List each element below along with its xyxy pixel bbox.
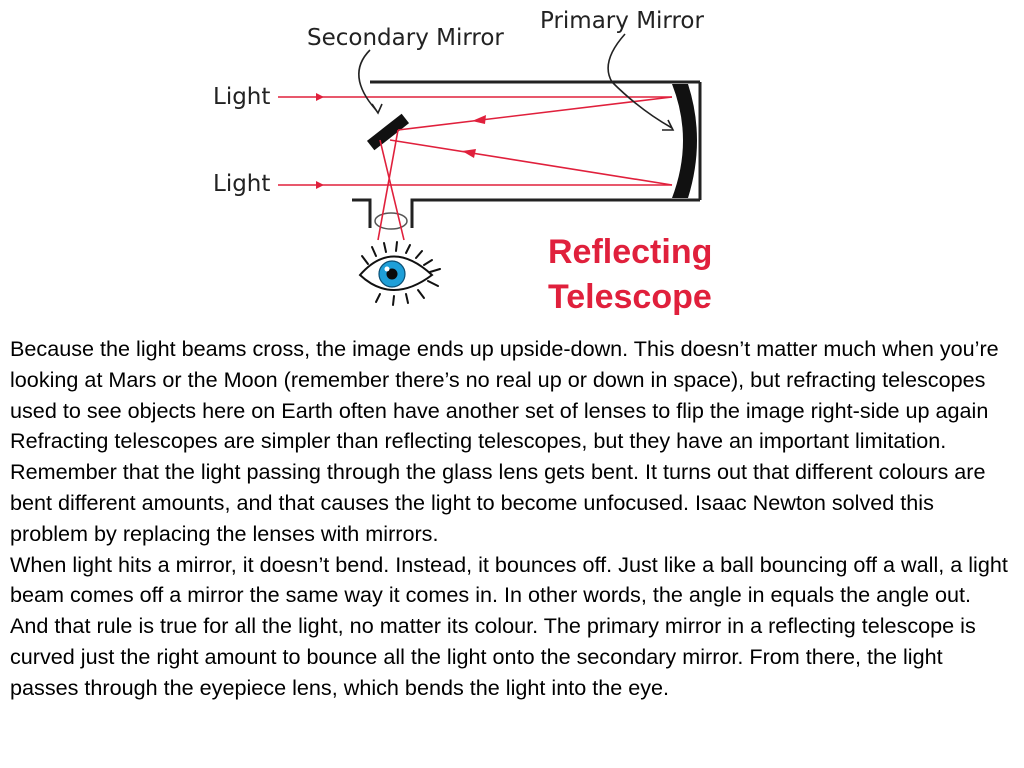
secondary-mirror-leader	[358, 49, 377, 111]
eye-pupil	[386, 268, 398, 280]
reflected-ray-bottom	[389, 139, 673, 186]
secondary-mirror-leader-arrowhead	[371, 103, 383, 115]
paragraph-2: When light hits a mirror, it doesn’t ben…	[10, 551, 1008, 700]
diagram-title-line2: Telescope	[548, 278, 712, 316]
eye-lashes	[361, 241, 441, 306]
reflected-ray-top	[397, 96, 673, 131]
light-label-top: Light	[213, 84, 270, 110]
primary-mirror-leader	[607, 33, 673, 129]
eye-icon	[358, 241, 441, 306]
diagram-title-line1: Reflecting	[548, 233, 712, 271]
primary-mirror-label: Primary Mirror	[540, 8, 704, 34]
light-label-bottom: Light	[213, 171, 270, 197]
body-text: Because the light beams cross, the image…	[10, 334, 1014, 704]
reflecting-telescope-diagram: Secondary Mirror Primary Mirror Light Li…	[213, 8, 712, 316]
eyepiece-left-wall	[352, 198, 372, 228]
paragraph-1: Because the light beams cross, the image…	[10, 336, 999, 546]
telescope-tube	[352, 80, 702, 228]
reflected-arrow-top	[472, 115, 486, 124]
primary-mirror	[672, 84, 697, 198]
eye-highlight	[384, 266, 390, 272]
tube-bottom-wall	[410, 198, 700, 228]
eyepiece-ray-1	[377, 129, 399, 241]
primary-mirror-leader-arrowhead	[662, 119, 675, 131]
reflected-arrow-bottom	[462, 149, 476, 158]
secondary-mirror	[366, 113, 410, 151]
eyepiece-lens	[374, 212, 408, 230]
eyepiece-ray-2	[379, 139, 405, 241]
light-rays	[278, 93, 673, 241]
secondary-mirror-label: Secondary Mirror	[307, 25, 504, 51]
